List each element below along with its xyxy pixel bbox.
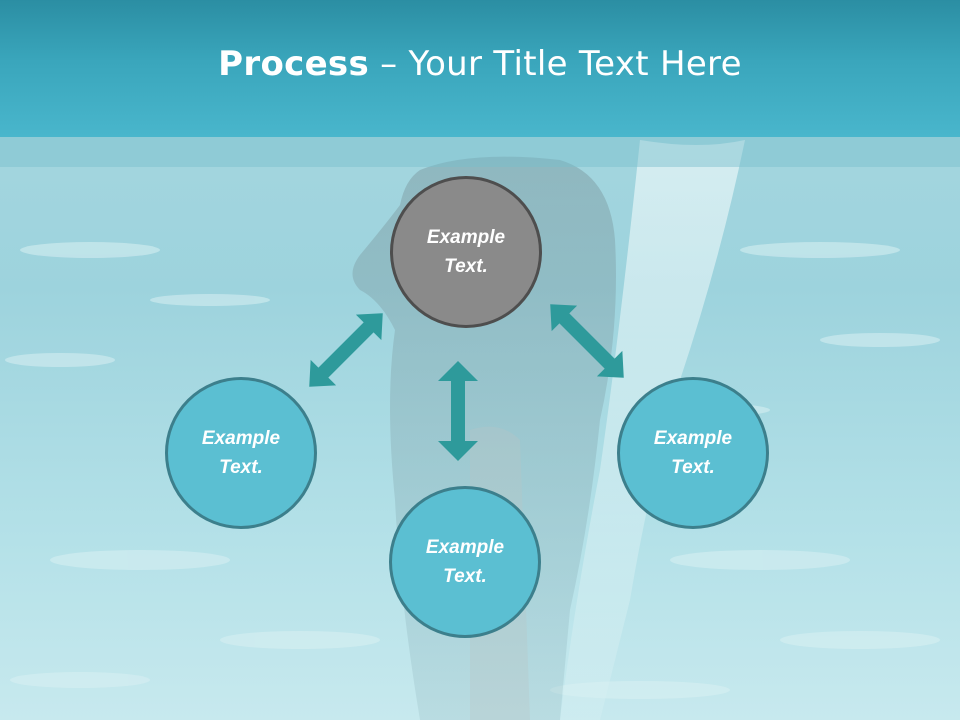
slide-title: Process – Your Title Text Here bbox=[218, 44, 742, 84]
node-label-line1: Example bbox=[653, 428, 733, 449]
title-rest: Your Title Text Here bbox=[408, 43, 742, 84]
title-bar: Process – Your Title Text Here bbox=[0, 0, 960, 137]
node-label: Example Text. bbox=[638, 424, 748, 482]
node-label: Example Text. bbox=[186, 424, 296, 482]
node-right[interactable]: Example Text. bbox=[617, 377, 769, 529]
node-label-line1: Example bbox=[426, 227, 506, 248]
node-label-line2: Text. bbox=[443, 566, 487, 587]
node-label-line1: Example bbox=[201, 428, 281, 449]
node-left[interactable]: Example Text. bbox=[165, 377, 317, 529]
title-separator: – bbox=[369, 43, 409, 84]
node-label: Example Text. bbox=[411, 223, 521, 281]
node-label-line2: Text. bbox=[671, 457, 715, 478]
title-underband bbox=[0, 137, 960, 167]
node-top-center[interactable]: Example Text. bbox=[390, 176, 542, 328]
arrow-top-left bbox=[309, 313, 383, 387]
node-label-line2: Text. bbox=[219, 457, 263, 478]
node-label-line1: Example bbox=[425, 537, 505, 558]
node-label: Example Text. bbox=[410, 533, 520, 591]
node-bottom[interactable]: Example Text. bbox=[389, 486, 541, 638]
arrow-vertical bbox=[438, 361, 478, 461]
arrow-top-right bbox=[550, 304, 624, 378]
title-bold: Process bbox=[218, 43, 370, 84]
node-label-line2: Text. bbox=[444, 256, 488, 277]
